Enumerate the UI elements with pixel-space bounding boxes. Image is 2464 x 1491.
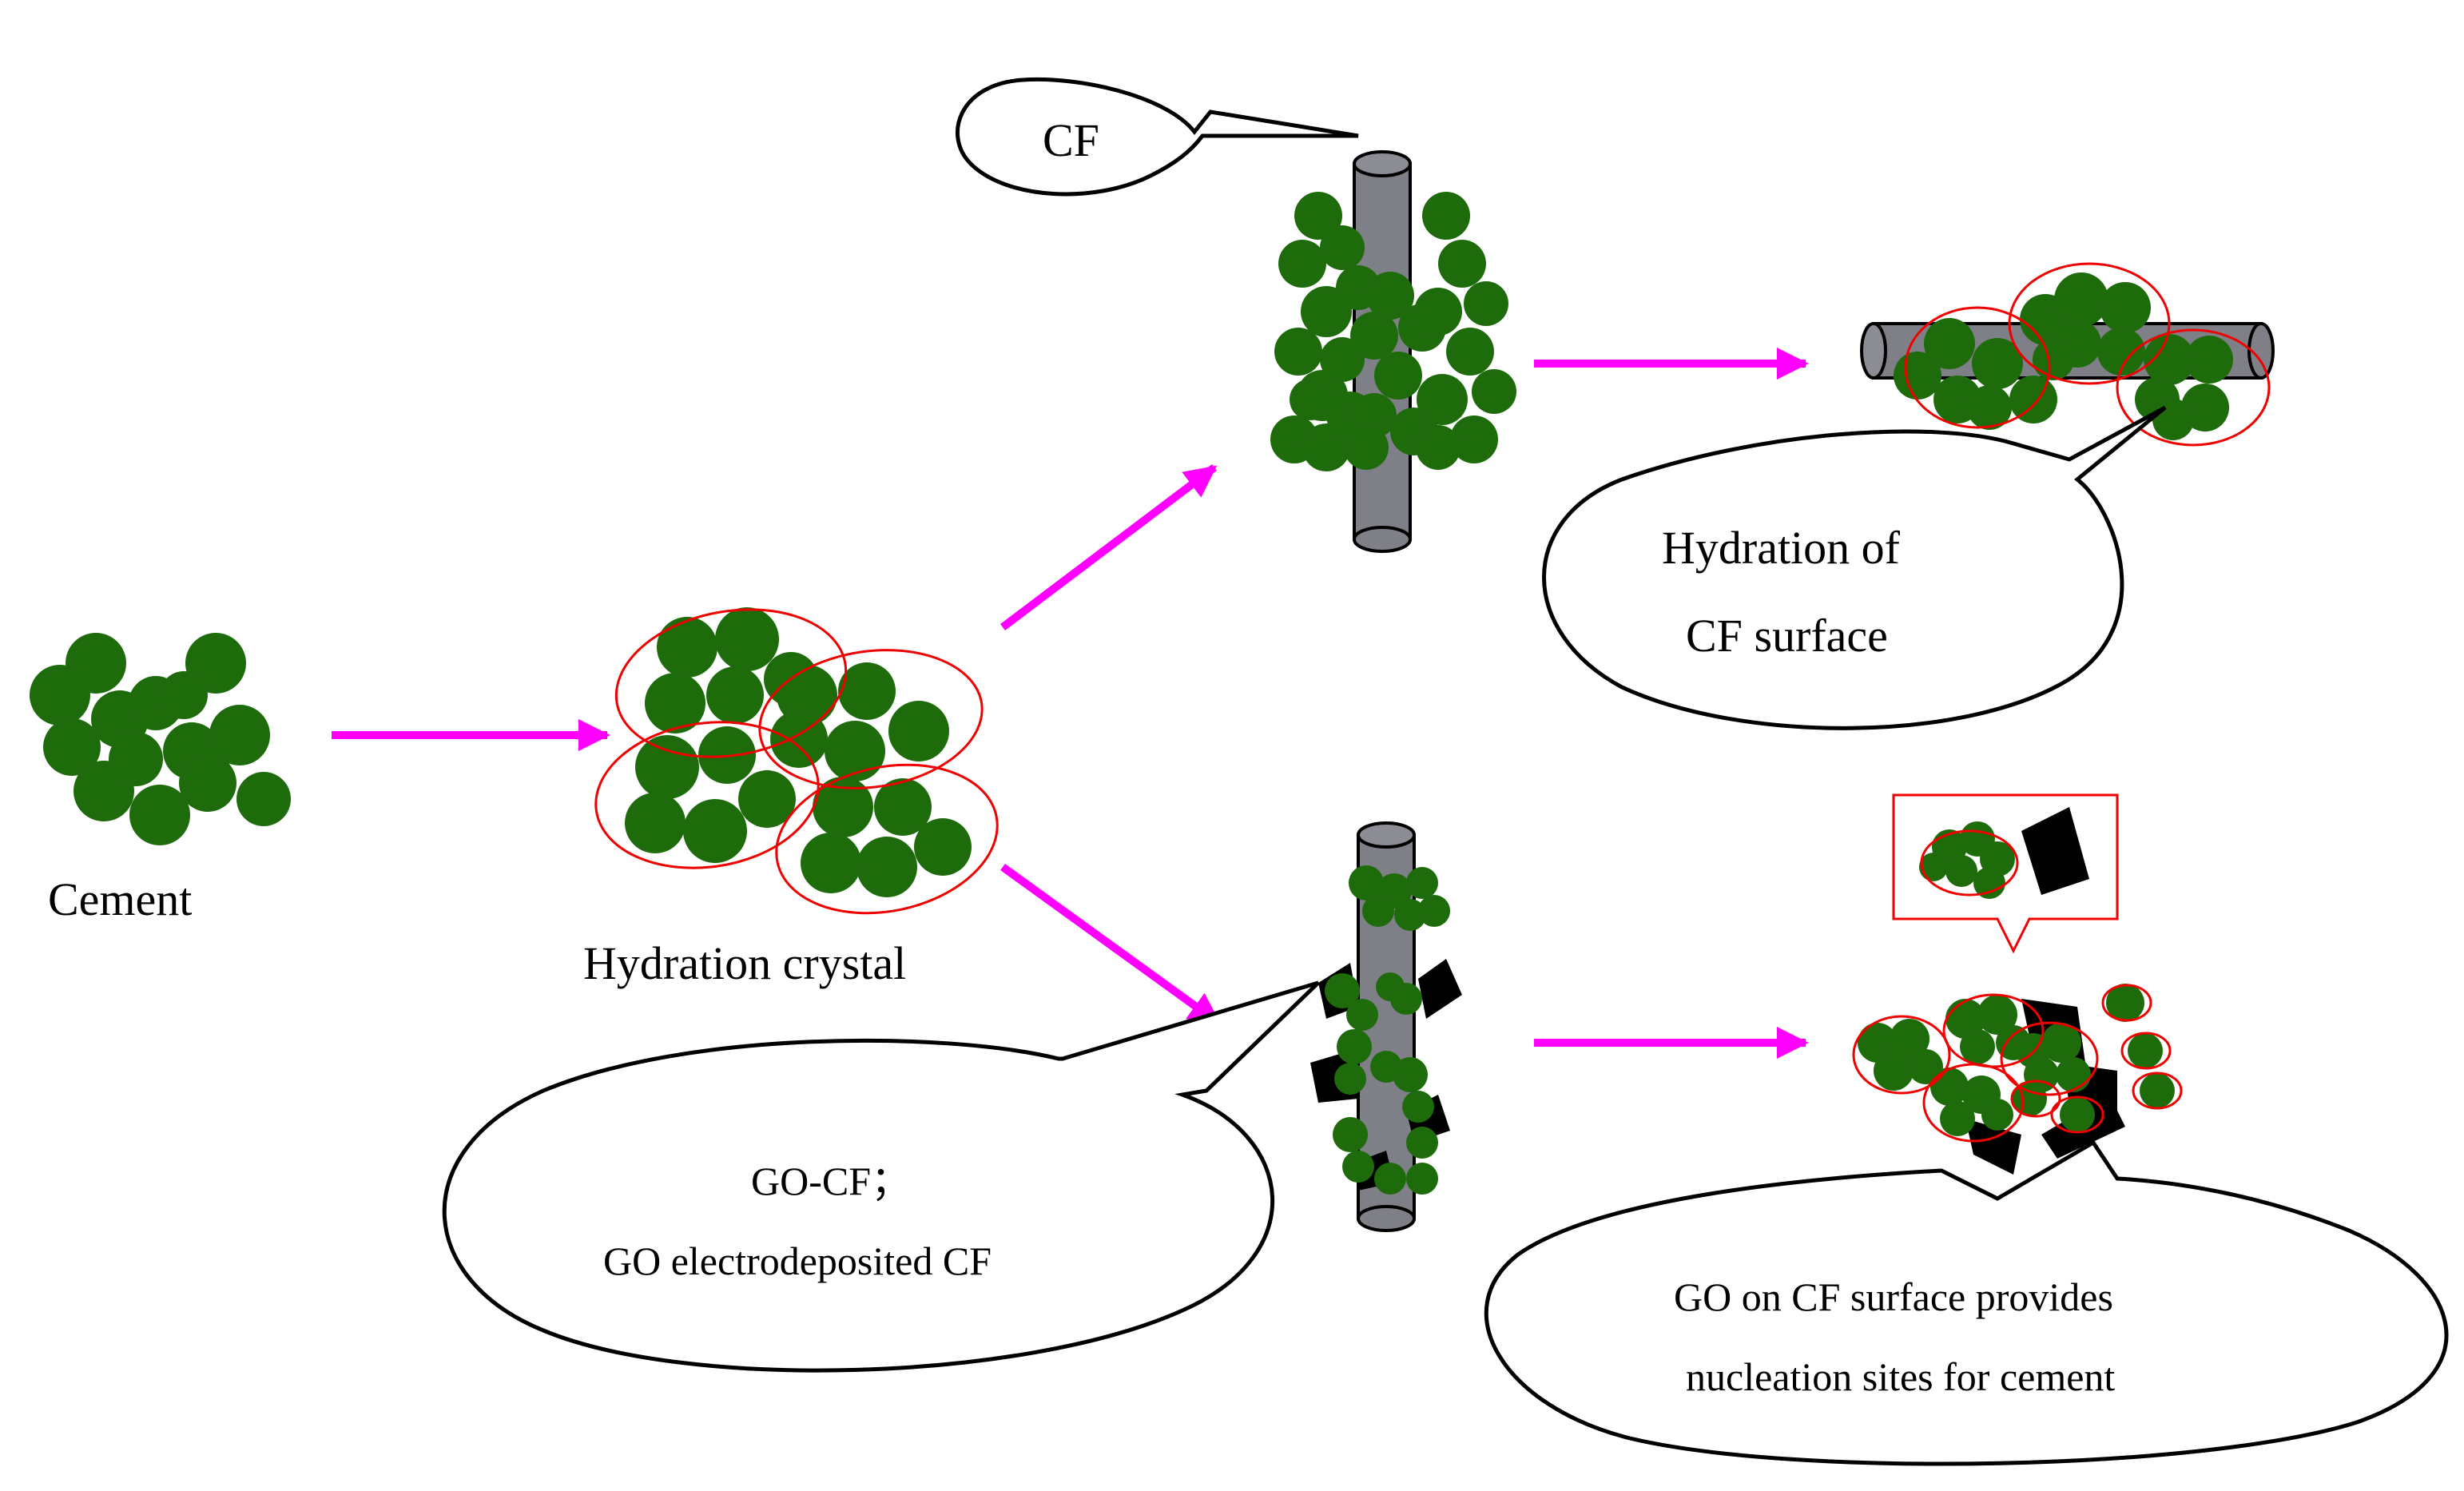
arrow-crystal-to-gocf xyxy=(1000,863,1222,1027)
hydration-cf-callout: Hydration of CF surface xyxy=(1542,405,2167,730)
nucleation-label-line1: GO on CF surface provides xyxy=(1674,1274,2113,1319)
hydration-cf-label-line2: CF surface xyxy=(1686,610,1888,662)
cf-callout: CF xyxy=(956,77,1359,197)
hydration-crystal-label: Hydration crystal xyxy=(583,937,906,989)
hydration-cf-label-line1: Hydration of xyxy=(1662,522,1901,574)
carbon-fiber-top xyxy=(1353,150,1412,553)
gocf-label-line2: GO electrodeposited CF xyxy=(603,1239,992,1283)
nucleation-cluster xyxy=(1852,984,2183,1175)
process-arrows xyxy=(332,348,1809,1059)
cement-on-go-cf xyxy=(1325,865,1450,1195)
gocf-label-line1: GO-CF； xyxy=(751,1159,911,1203)
zoom-inset-box xyxy=(1892,793,2119,954)
arrow-crystal-to-cf xyxy=(1000,464,1218,630)
cf-callout-label: CF xyxy=(1043,114,1099,166)
hydration-crystal-cluster xyxy=(594,607,999,915)
nucleation-label-line2: nucleation sites for cement xyxy=(1686,1354,2115,1399)
cement-label: Cement xyxy=(48,873,192,925)
cement-cluster xyxy=(30,633,291,845)
cement-on-cf-top xyxy=(1270,192,1516,471)
nucleation-callout: GO on CF surface provides nucleation sit… xyxy=(1484,1139,2449,1466)
cement-on-cf-horizontal xyxy=(1894,262,2271,447)
gocf-callout: GO-CF； GO electrodeposited CF xyxy=(442,980,1320,1373)
